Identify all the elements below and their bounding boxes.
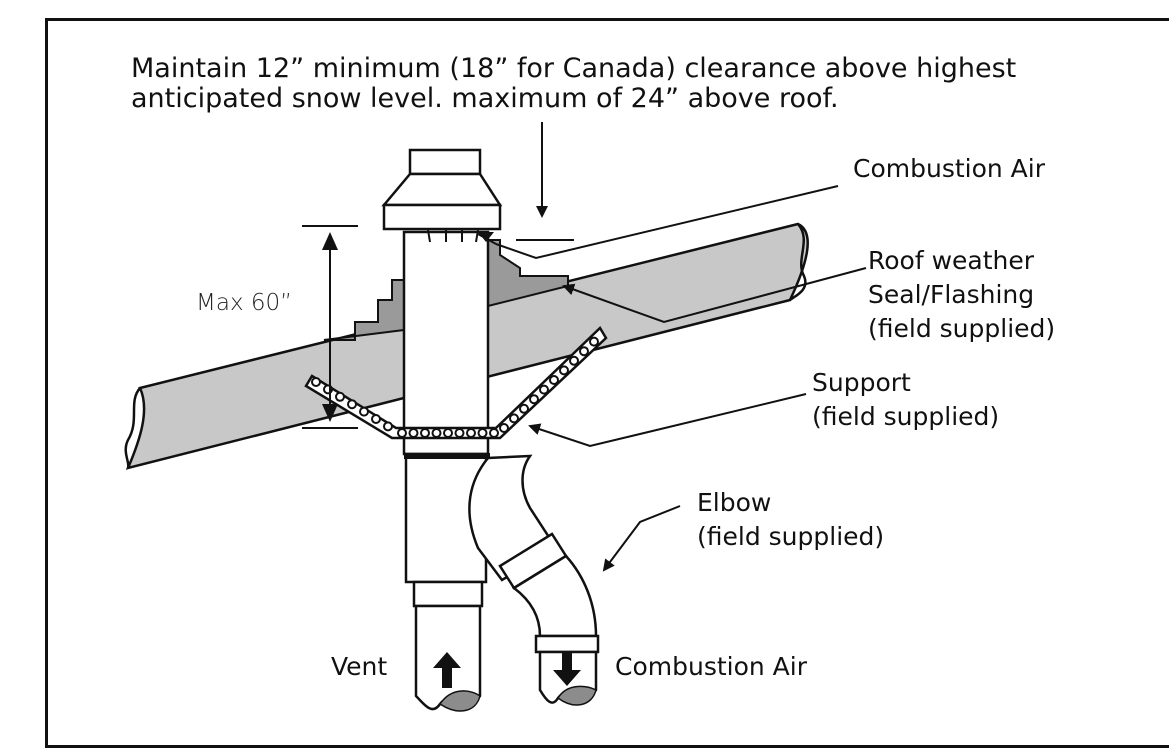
support-bead: [589, 336, 599, 347]
support-bead: [347, 399, 357, 410]
combustion-air-bottom-label: Combustion Air: [615, 652, 808, 681]
support-bead: [499, 423, 509, 433]
roof-beam-right-break: [789, 223, 807, 302]
roof-seal-label-line2: Seal/Flashing: [868, 280, 1035, 309]
support-bead: [408, 428, 419, 438]
vent-pipe-coupling: [412, 580, 484, 608]
vent-label: Vent: [331, 652, 388, 681]
support-bead: [420, 428, 430, 438]
terminal-cap-base: [382, 203, 502, 231]
vent-installation-diagram: [124, 122, 867, 712]
arrow-up-icon: [433, 652, 461, 688]
support-bead: [509, 413, 519, 424]
max-height-label: Max 60”: [196, 290, 293, 316]
max-height-arrow-top: [322, 232, 338, 250]
roof-beam-left-break: [124, 387, 142, 469]
cap-clearance-arrowhead: [478, 232, 494, 242]
support-bead: [397, 428, 407, 438]
max-height-arrow-bottom: [322, 404, 338, 422]
combustion-air-leader: [495, 185, 839, 260]
support-bead: [559, 365, 569, 376]
support-bead: [383, 421, 393, 432]
vent-pipe-cut: [438, 690, 481, 712]
roof-flashing: [323, 279, 405, 341]
terminal-cap-cone: [381, 172, 503, 207]
support-label-line2: (field supplied): [812, 402, 1000, 431]
support-bead: [579, 346, 589, 357]
air-pipe-cut: [556, 685, 597, 706]
roof-seal-label-line1: Roof weather: [868, 246, 1035, 275]
support-bead: [431, 428, 442, 438]
air-pipe-coupling: [534, 634, 600, 654]
roof-seal-leader: [562, 267, 867, 324]
support-bead: [371, 414, 381, 424]
elbow-label-line1: Elbow: [697, 488, 772, 517]
support-leader: [528, 393, 807, 448]
clearance-note-line1: Maintain 12” minimum (18” for Canada) cl…: [131, 53, 1017, 84]
support-bead: [359, 406, 369, 417]
support-bead: [454, 428, 465, 438]
terminal-cap-louvers: [427, 229, 479, 243]
support-bead: [529, 394, 539, 405]
support-bead: [519, 403, 529, 414]
support-label-line1: Support: [812, 368, 911, 397]
combustion-air-top-label: Combustion Air: [853, 154, 1046, 183]
support-bead: [489, 428, 499, 438]
clearance-note-line2: anticipated snow level. maximum of 24” a…: [131, 83, 839, 114]
elbow-label-line2: (field supplied): [697, 522, 885, 551]
elbow-leader: [602, 505, 681, 572]
roof-seal-label-line3: (field supplied): [868, 314, 1056, 343]
main-pipe: [402, 230, 490, 456]
support-bead: [569, 355, 579, 366]
arrow-down-icon: [553, 652, 581, 686]
support-bead: [539, 384, 549, 395]
support-bead: [335, 391, 345, 402]
support-bead: [477, 428, 488, 438]
support-bracket: [304, 326, 608, 440]
support-bead: [443, 428, 453, 438]
support-bead: [466, 428, 476, 438]
terminal-cap-top: [408, 148, 482, 176]
support-bead: [311, 377, 321, 387]
support-bead: [549, 375, 559, 385]
